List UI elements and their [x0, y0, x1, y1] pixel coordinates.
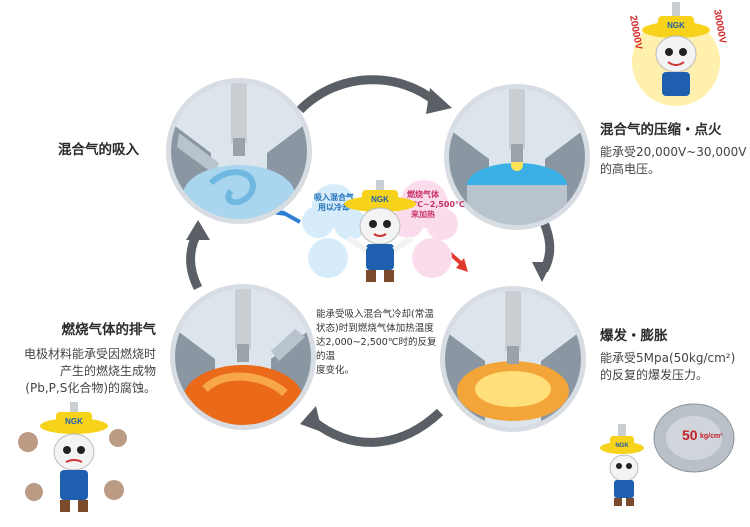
compression-label: 混合气的压缩・点火 能承受20,000V~30,000V 的高电压。	[600, 118, 746, 178]
pressure-mascot-brand: NGK	[615, 443, 629, 449]
blue-cloud-text: 吸入混合气 用以冷却	[304, 193, 364, 213]
center-note-line2: 状态)时到燃烧气体加热温度	[316, 323, 434, 334]
center-note-line3: 达2,000~2,500℃时的反复的温	[316, 337, 437, 362]
explosion-label: 爆发・膨胀 能承受5Mpa(50kg/cm²) 的反复的爆发压力。	[600, 324, 735, 384]
pressure-badge-unit: kg/cm²	[700, 433, 723, 440]
exhaust-engine-illustration	[170, 284, 316, 430]
intake-engine-illustration	[166, 78, 312, 224]
pink-cloud-line3: 来加热	[411, 210, 435, 219]
compression-engine-illustration	[444, 84, 590, 230]
arrow-intake-to-compression	[296, 75, 439, 114]
center-clouds	[302, 180, 458, 278]
intake-title: 混合气的吸入	[58, 142, 139, 158]
arrow-exhaust-to-intake	[186, 229, 203, 291]
blue-cloud-line1: 吸入混合气	[314, 193, 354, 202]
pink-cloud-line2: 2,000℃~2,500℃	[388, 200, 465, 209]
exhaust-desc-line3: (Pb,P,S化合物)的腐蚀。	[25, 381, 156, 395]
compression-title: 混合气的压缩・点火	[600, 122, 722, 138]
corrosion-mascot-brand: NGK	[65, 417, 83, 426]
voltage-mascot: NGK 20000V 30000V	[627, 2, 728, 106]
explosion-engine-illustration	[440, 286, 586, 432]
blue-cloud	[302, 184, 366, 278]
explosion-desc-line2: 的反复的爆发压力。	[600, 368, 709, 382]
center-note-line4: 度变化。	[316, 365, 355, 376]
arrow-explosion-to-exhaust	[309, 408, 444, 447]
explosion-title: 爆发・膨胀	[600, 328, 668, 344]
pink-cloud-line1: 燃烧气体	[407, 190, 439, 199]
corrosion-mascot: NGK	[18, 402, 127, 512]
center-note-line1: 能承受吸入混合气冷却(常温	[316, 309, 434, 320]
pink-cloud	[392, 180, 458, 278]
blue-cloud-line2: 用以冷却	[318, 203, 350, 212]
pressure-mascot: 50 kg/cm² NGK	[600, 403, 735, 506]
compression-desc-line2: 的高电压。	[600, 162, 661, 176]
exhaust-desc-line2: 产生的燃烧生成物	[59, 364, 156, 378]
exhaust-label: 燃烧气体的排气 电极材料能承受因燃烧时 产生的燃烧生成物 (Pb,P,S化合物)…	[0, 318, 156, 397]
exhaust-title: 燃烧气体的排气	[61, 322, 157, 338]
pressure-badge-value: 50	[682, 427, 698, 443]
center-mascot: NGK	[344, 180, 416, 282]
voltage-badge-left: 20000V	[627, 15, 644, 51]
center-note: 能承受吸入混合气冷却(常温 状态)时到燃烧气体加热温度 达2,000~2,500…	[316, 308, 440, 378]
voltage-mascot-brand: NGK	[667, 21, 685, 30]
exhaust-desc-line1: 电极材料能承受因燃烧时	[23, 347, 156, 361]
compression-desc-line1: 能承受20,000V~30,000V	[600, 145, 747, 159]
explosion-desc-line1: 能承受5Mpa(50kg/cm²)	[600, 351, 736, 365]
center-mascot-brand: NGK	[371, 195, 389, 204]
pink-cloud-text: 燃烧气体 2,000℃~2,500℃ 来加热	[388, 190, 465, 220]
